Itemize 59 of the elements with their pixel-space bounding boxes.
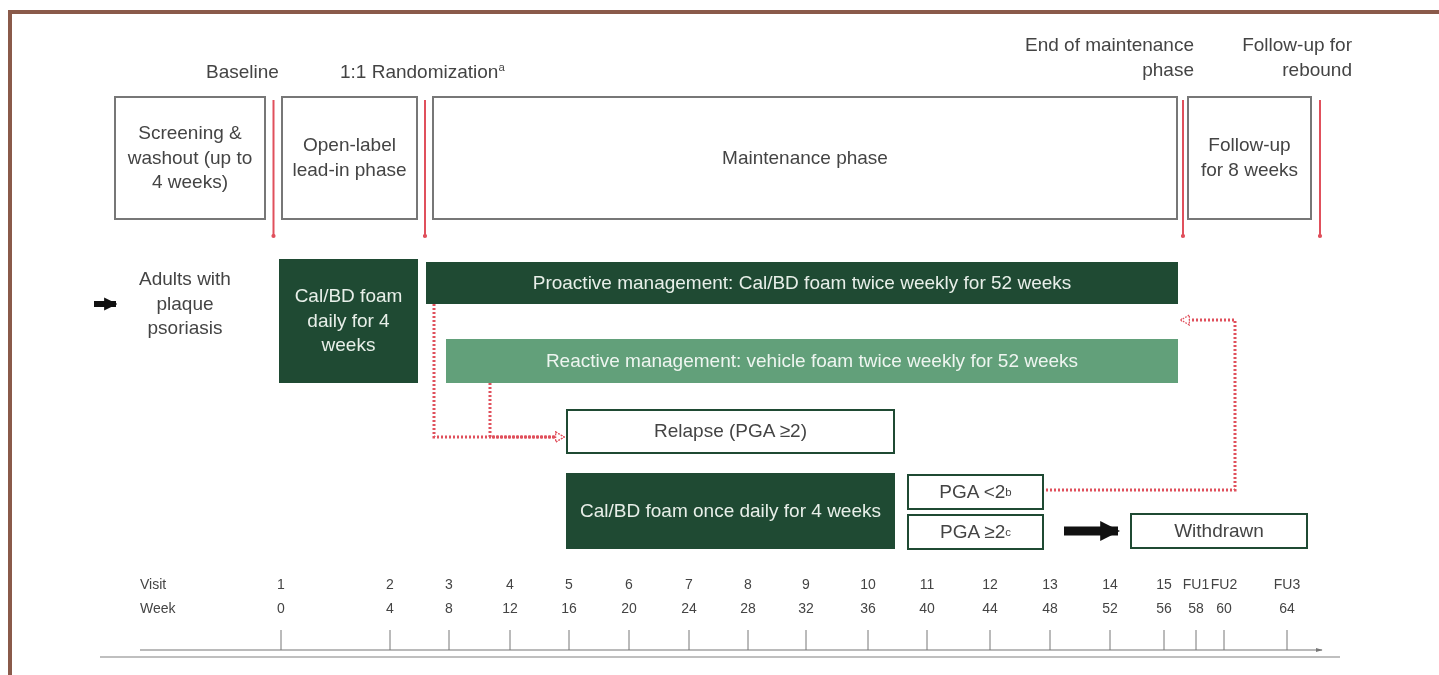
week-number: 52	[1102, 600, 1118, 616]
arrow	[1064, 521, 1120, 541]
visit-number: 3	[445, 576, 453, 592]
visit-number: 13	[1042, 576, 1058, 592]
week-number: 16	[561, 600, 577, 616]
week-number: 20	[621, 600, 637, 616]
visit-number: 14	[1102, 576, 1118, 592]
week-number: 56	[1156, 600, 1172, 616]
phase-box: Follow-up for 8 weeks	[1187, 96, 1312, 220]
population-label: Adults with plaque psoriasis	[118, 262, 252, 346]
week-number: 24	[681, 600, 697, 616]
week-number: 32	[798, 600, 814, 616]
treatment-box: Cal/BD foam daily for 4 weeks	[279, 259, 418, 383]
visit-number: 9	[802, 576, 810, 592]
week-number: 8	[445, 600, 453, 616]
phase-box: Open-label lead-in phase	[281, 96, 418, 220]
week-number: 60	[1216, 600, 1232, 616]
timepoint-label: Baseline	[206, 60, 279, 84]
week-number: 48	[1042, 600, 1058, 616]
row-header: Visit	[140, 576, 167, 592]
visit-number: 5	[565, 576, 573, 592]
visit-number: 12	[982, 576, 998, 592]
outcome-box: PGA ≥2$^{c}$	[907, 514, 1044, 550]
visit-number: 15	[1156, 576, 1172, 592]
outcome-box: Relapse (PGA ≥2)	[566, 409, 895, 454]
week-number: 58	[1188, 600, 1204, 616]
week-number: 36	[860, 600, 876, 616]
visit-number: 7	[685, 576, 693, 592]
treatment-box: Cal/BD foam once daily for 4 weeks	[566, 473, 895, 549]
phase-box: Screening & washout (up to 4 weeks)	[114, 96, 266, 220]
week-number: 64	[1279, 600, 1295, 616]
outcome-box: PGA <2$^{b}$	[907, 474, 1044, 510]
visit-number: 2	[386, 576, 394, 592]
week-number: 40	[919, 600, 935, 616]
timepoint-label: End of maintenance phase	[1024, 33, 1194, 82]
timepoint-label: Follow-up for rebound	[1241, 33, 1352, 82]
treatment-box: Reactive management: vehicle foam twice weekly for 52 weeks	[446, 339, 1178, 383]
row-header: Week	[140, 600, 176, 616]
visit-number: 10	[860, 576, 876, 592]
week-number: 28	[740, 600, 756, 616]
visit-number: 8	[744, 576, 752, 592]
arrow	[94, 297, 118, 311]
timepoint-label: 1:1 Randomization$^{a}$	[340, 60, 505, 85]
visit-number: FU1	[1182, 576, 1210, 592]
visit-number: FU2	[1210, 576, 1238, 592]
visit-number: 6	[625, 576, 633, 592]
week-number: 12	[502, 600, 518, 616]
dashed-arrow	[1046, 314, 1237, 492]
visit-number: FU3	[1273, 576, 1301, 592]
visit-number: 1	[277, 576, 285, 592]
outcome-box: Withdrawn	[1130, 513, 1308, 549]
treatment-box: Proactive management: Cal/BD foam twice weekly for 52 weeks	[426, 262, 1178, 304]
visit-number: 11	[919, 576, 935, 592]
week-number: 4	[386, 600, 394, 616]
week-number: 44	[982, 600, 998, 616]
week-number: 0	[277, 600, 285, 616]
phase-box: Maintenance phase	[432, 96, 1178, 220]
dashed-arrow	[488, 383, 565, 443]
visit-number: 4	[506, 576, 514, 592]
